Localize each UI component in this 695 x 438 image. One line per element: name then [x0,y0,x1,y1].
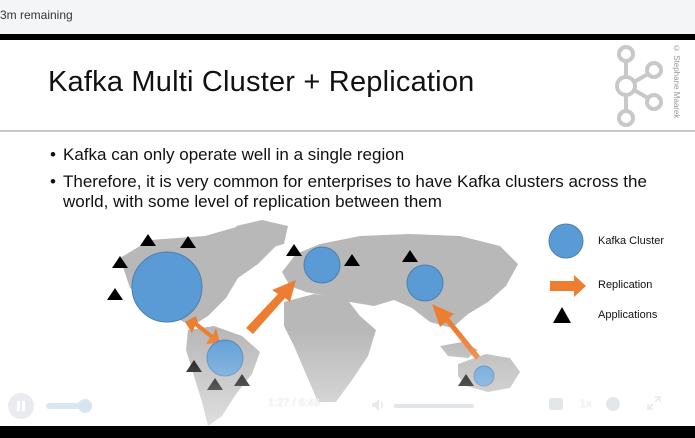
bullet-item: Kafka can only operate well in a single … [50,145,650,165]
legend-row-cluster: Kafka Cluster [548,223,688,259]
bullet-list: Kafka can only operate well in a single … [50,145,650,219]
legend-replication-label: Replication [598,279,653,291]
kafka-cluster-north-america [131,251,203,323]
top-bar: 3m remaining [0,0,695,34]
progress-handle[interactable] [78,399,92,413]
volume-slider[interactable] [394,404,474,408]
application-triangle [344,254,360,266]
kafka-cluster-australia [473,365,495,387]
captions-icon[interactable] [549,398,563,410]
progress-bar[interactable] [46,403,92,409]
playback-time: 1:27 / 6:48 [268,397,320,409]
legend-row-replication: Replication [548,269,688,305]
application-triangle [402,250,418,262]
application-triangle [107,288,123,300]
legend-application-icon [553,307,571,323]
application-triangle [112,256,128,268]
application-triangle [286,244,302,256]
top-letterbox [0,34,695,40]
copyright-text: © Stephane Maarek [672,44,681,119]
volume-icon[interactable] [370,397,386,413]
kafka-logo-icon [615,45,663,127]
legend-applications-label: Applications [598,309,658,321]
player-controls: 1:27 / 6:48 1x [0,390,695,420]
title-divider [0,130,695,132]
application-triangle [140,234,156,246]
settings-icon[interactable] [606,397,620,411]
kafka-cluster-south-america [206,339,244,377]
legend-row-applications: Applications [548,303,688,339]
bottom-letterbox [0,426,695,438]
eurasia-shape [282,234,518,328]
playback-speed[interactable]: 1x [580,398,592,410]
slide-title: Kafka Multi Cluster + Replication [48,66,475,98]
greenland-shape [236,220,288,250]
application-triangle [180,236,196,248]
replication-arrow-south-america-to-europe [246,280,296,334]
legend-replication-icon [550,275,586,297]
africa-shape [284,294,376,402]
slide: Kafka Multi Cluster + Replication © Step… [0,40,695,426]
bullet-item: Therefore, it is very common for enterpr… [50,172,650,212]
legend-cluster-label: Kafka Cluster [598,235,665,247]
legend-cluster-icon [548,223,584,259]
fullscreen-icon[interactable] [646,395,662,411]
pause-icon[interactable] [8,393,34,419]
remaining-time-label: 3m remaining [0,8,73,22]
kafka-cluster-asia [406,264,444,302]
kafka-cluster-europe [303,246,341,284]
